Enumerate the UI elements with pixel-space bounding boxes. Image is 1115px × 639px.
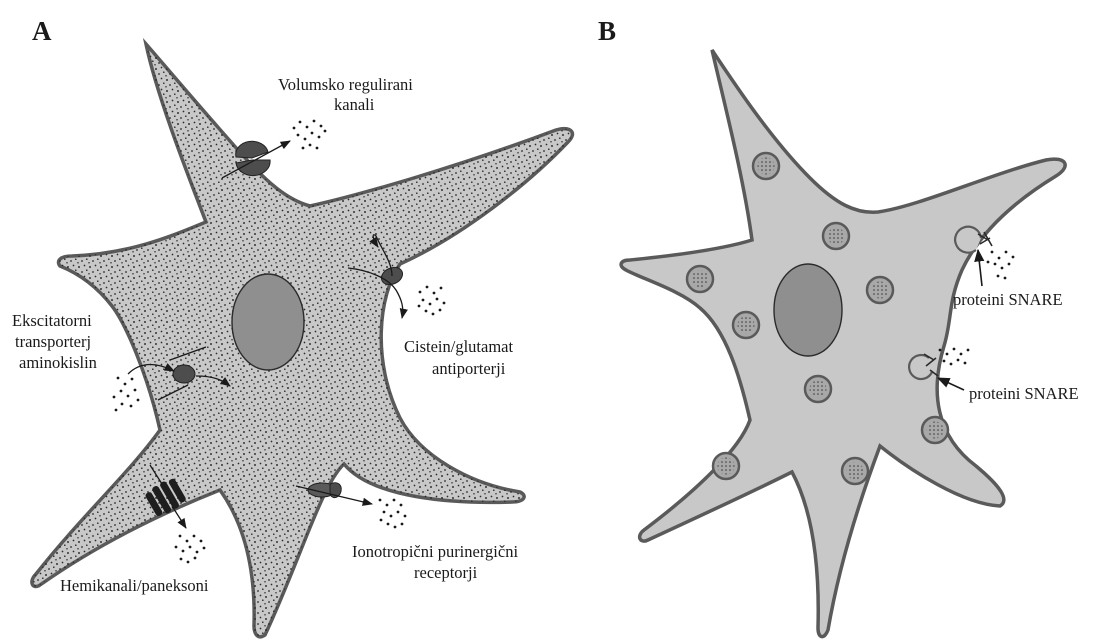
vesicle <box>823 223 849 249</box>
label-volume-regulated-line1: Volumsko regulirani <box>278 75 413 94</box>
label-eaat-line3: aminokislin <box>19 353 97 372</box>
label-volume-regulated-line2: kanali <box>334 95 375 114</box>
label-snare-upper: proteini SNARE <box>953 290 1063 309</box>
hemichannel-arrow-out <box>172 506 186 528</box>
vesicle <box>733 312 759 338</box>
panel-b: B proteini SNARE <box>598 16 1079 637</box>
vesicle <box>805 376 831 402</box>
snare-lower-pointer <box>938 378 964 390</box>
vesicle <box>867 277 893 303</box>
molecule-cluster-p2x <box>379 499 407 529</box>
vesicle <box>753 153 779 179</box>
panel-a-letter: A <box>32 16 52 46</box>
vesicle <box>687 266 713 292</box>
vesicle <box>842 458 868 484</box>
molecule-cluster-eaat <box>113 377 140 412</box>
panel-b-letter: B <box>598 16 616 46</box>
label-eaat-line1: Ekscitatorni <box>12 311 92 330</box>
label-cystine-glutamate-line1: Cistein/glutamat <box>404 337 513 356</box>
vesicle <box>922 417 948 443</box>
label-p2x-line1: Ionotropični purinergični <box>352 542 518 561</box>
snare-upper-pointer <box>978 250 982 286</box>
label-snare-lower: proteini SNARE <box>969 384 1079 403</box>
panel-a: A Volumsko regulirani kanali <box>12 16 572 637</box>
astrocyte-b-body <box>621 50 1065 637</box>
label-p2x-line2: receptorji <box>414 563 478 582</box>
molecule-cluster-hemichannel <box>175 535 206 564</box>
nucleus-b <box>774 264 842 356</box>
label-eaat-line2: transporterj <box>15 332 91 351</box>
molecule-cluster-volume <box>293 120 327 150</box>
label-cystine-glutamate-line2: antiporterji <box>432 359 506 378</box>
vesicle <box>713 453 739 479</box>
molecule-cluster-antiporter <box>418 286 446 316</box>
nucleus-a <box>232 274 304 370</box>
label-hemichannels: Hemikanali/paneksoni <box>60 576 209 595</box>
released-molecules-upper <box>987 251 1015 280</box>
